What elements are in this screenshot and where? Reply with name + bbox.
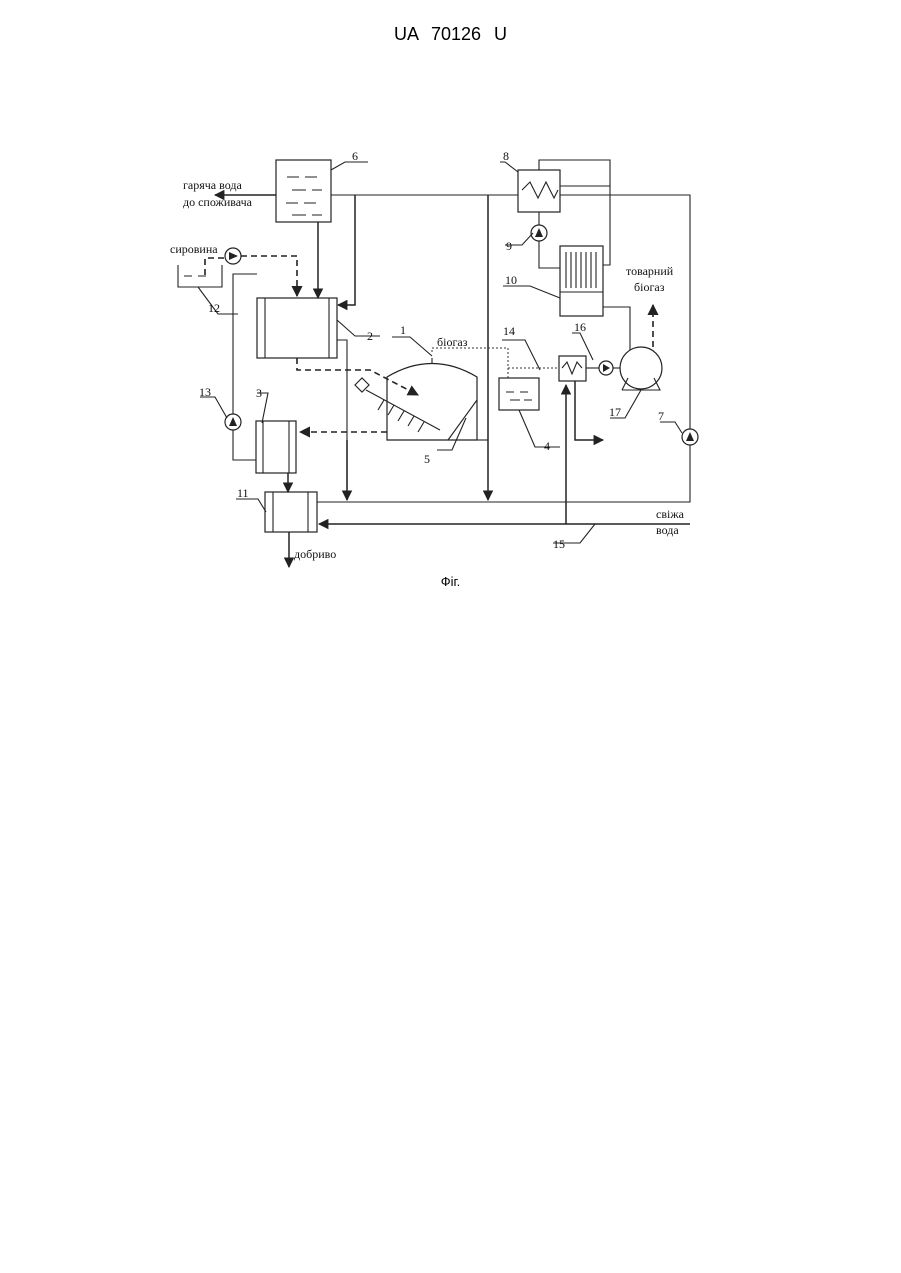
fertilizer-tank [265, 492, 317, 532]
callout-1: 1 [400, 323, 406, 337]
figure-caption: Фіг. [0, 574, 901, 589]
callout-15: 15 [553, 537, 565, 551]
hot-water-tank [276, 160, 331, 222]
label-fertilizer: добриво [294, 547, 336, 561]
preheater-tank [257, 298, 337, 358]
label-hot-water-2: до споживача [183, 195, 253, 209]
label-fresh-water-2: вода [656, 523, 679, 537]
gas-holder [499, 378, 539, 410]
pump-13 [225, 414, 241, 430]
callout-14: 14 [503, 324, 515, 338]
callout-10: 10 [505, 273, 517, 287]
callout-12: 12 [208, 301, 220, 315]
heat-exchanger [518, 170, 560, 212]
callout-8: 8 [503, 149, 509, 163]
label-hot-water-1: гаряча вода [183, 178, 242, 192]
bioreactor [355, 358, 477, 440]
callout-4: 4 [544, 439, 550, 453]
gas-purifier [560, 246, 603, 316]
label-fresh-water-1: свіжа [656, 507, 685, 521]
callout-3: 3 [256, 386, 262, 400]
raw-material-container [178, 265, 222, 287]
callout-11: 11 [237, 486, 249, 500]
callout-5: 5 [424, 452, 430, 466]
callout-7: 7 [658, 409, 664, 423]
pump-16 [599, 361, 613, 375]
effluent-tank [256, 421, 296, 473]
callout-17: 17 [609, 405, 621, 419]
callout-2: 2 [367, 329, 373, 343]
callout-16: 16 [574, 320, 586, 334]
label-raw-material: сировина [170, 242, 218, 256]
callout-13: 13 [199, 385, 211, 399]
pump-raw-material [225, 248, 241, 264]
pump-9 [531, 225, 547, 241]
label-commercial-biogas-1: товарний [626, 264, 674, 278]
gas-compressor [620, 347, 662, 390]
label-biogas: біогаз [437, 335, 468, 349]
callout-9: 9 [506, 239, 512, 253]
pump-7 [682, 429, 698, 445]
label-commercial-biogas-2: біогаз [634, 280, 665, 294]
callout-6: 6 [352, 149, 358, 163]
gas-heat-exchanger [559, 356, 586, 381]
